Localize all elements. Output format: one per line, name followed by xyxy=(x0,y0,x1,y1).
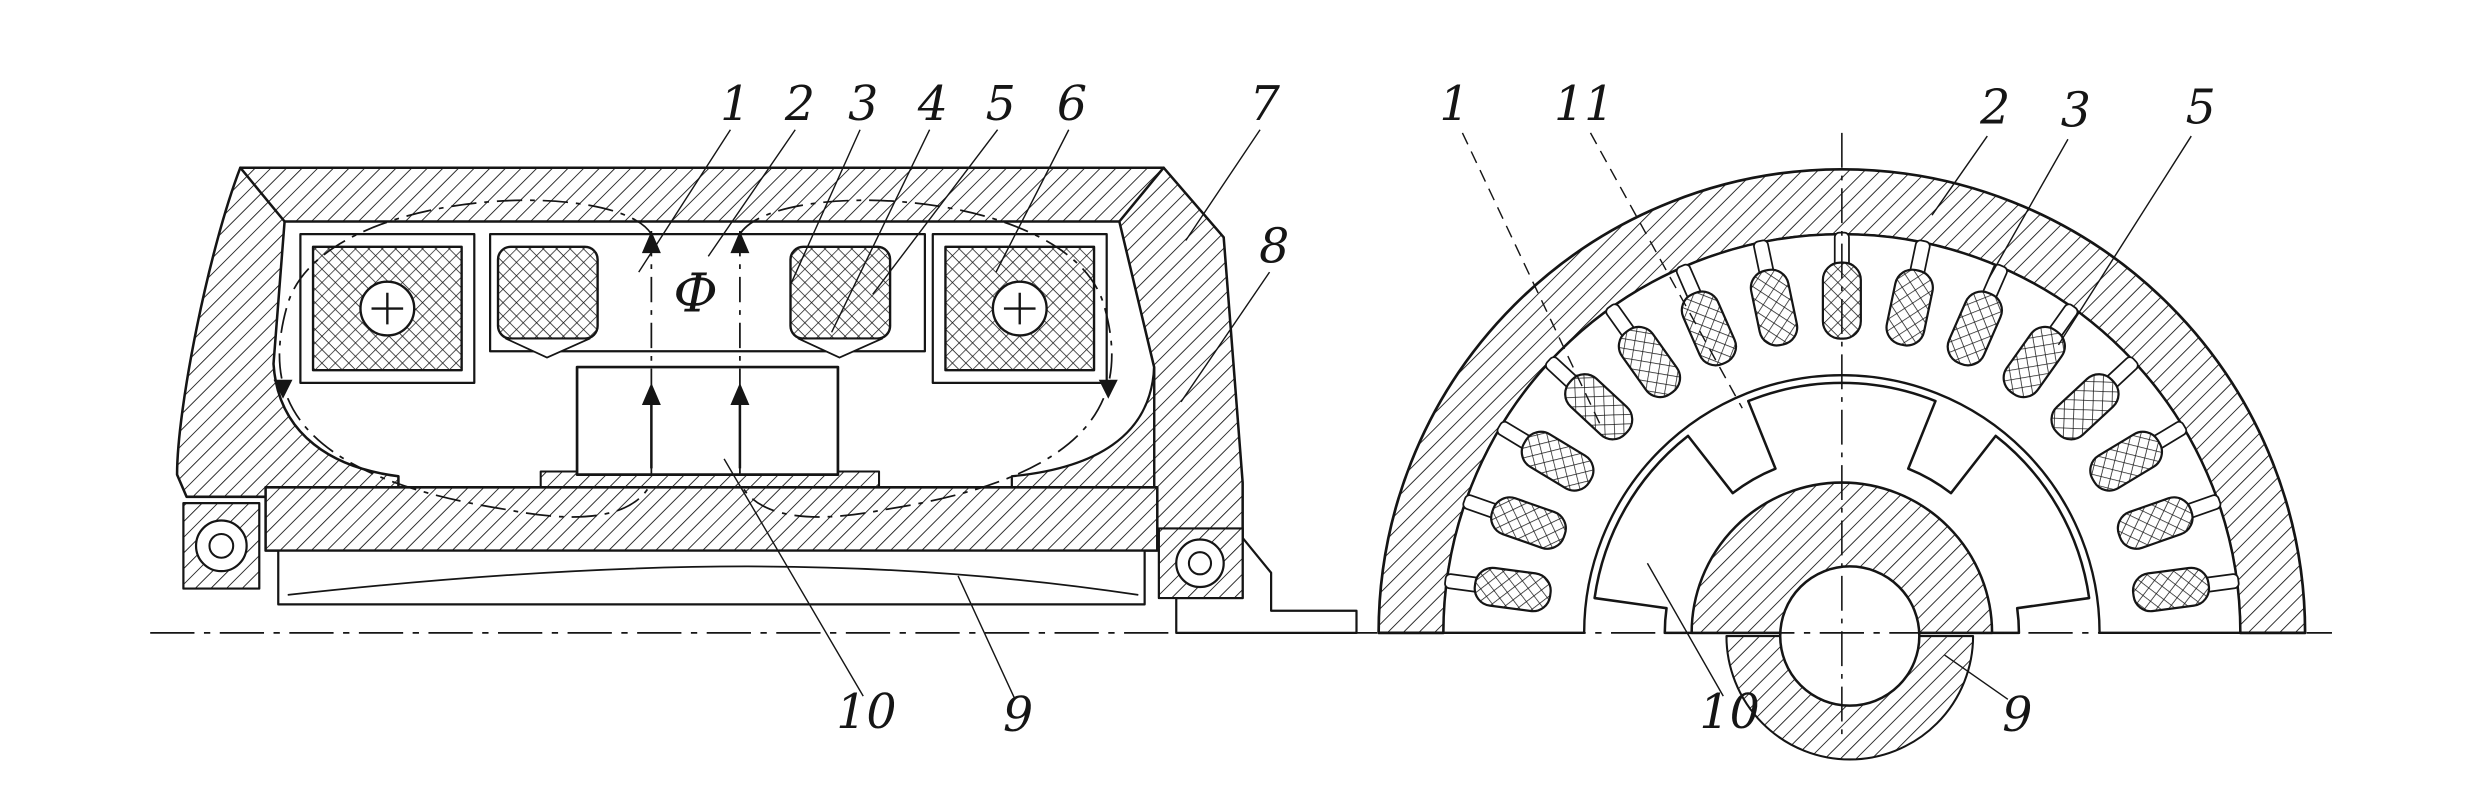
left-view-axial-section: Ф xyxy=(175,166,1358,634)
part-label-3: 3 xyxy=(2061,84,2091,139)
shaft-hub-upper xyxy=(1690,481,1994,635)
part-label-8: 8 xyxy=(1259,220,1289,275)
left-slot-winding xyxy=(496,245,599,340)
plus-icon xyxy=(371,292,404,325)
part-label-7: 7 xyxy=(1250,77,1281,132)
disc-profile-curve xyxy=(287,565,1139,596)
part-label-11: 11 xyxy=(1554,77,1614,132)
part-label-9: 9 xyxy=(1003,688,1033,743)
left-view-labels: 1 2 3 4 5 6 7 8 10 9 xyxy=(720,77,1289,743)
right-slot-wedge xyxy=(797,337,884,359)
left-slot-wedge xyxy=(505,337,591,359)
arrow-up-icon xyxy=(730,230,750,254)
part-label-2: 2 xyxy=(784,77,815,132)
rotor-hub-band xyxy=(277,549,1146,606)
right-slot-winding xyxy=(789,245,892,340)
housing-right-bracket xyxy=(1010,365,1156,498)
part-label-5: 5 xyxy=(2186,80,2216,135)
right-bearing-ball xyxy=(1187,551,1213,576)
part-label-9: 9 xyxy=(2002,688,2032,743)
right-view-front-section xyxy=(1377,132,2307,761)
plus-icon xyxy=(1003,292,1036,325)
flux-path-lines xyxy=(278,199,1113,518)
arrow-down-icon xyxy=(1098,379,1118,399)
part-label-4: 4 xyxy=(917,77,948,132)
leader-lines xyxy=(638,129,2192,700)
left-bearing-ball xyxy=(208,532,235,559)
part-label-1: 1 xyxy=(720,77,750,132)
arrow-down-icon xyxy=(273,379,293,399)
part-label-1: 1 xyxy=(1439,77,1469,132)
part-label-6: 6 xyxy=(1057,77,1087,132)
flux-symbol: Ф xyxy=(673,262,718,325)
stator-slot-windings xyxy=(1473,261,2211,613)
rotor-block xyxy=(575,365,840,476)
part-label-3: 3 xyxy=(848,77,878,132)
arrow-up-icon xyxy=(641,230,661,254)
part-label-5: 5 xyxy=(986,77,1016,132)
right-view-labels: 1 11 2 3 5 10 9 xyxy=(1439,77,2215,743)
part-label-10: 10 xyxy=(1699,685,1759,740)
rotor-disc xyxy=(264,486,1159,552)
part-label-10: 10 xyxy=(836,685,896,740)
housing-left-wall xyxy=(175,166,400,499)
shaft-bore xyxy=(1778,565,1921,707)
housing-top-cap xyxy=(239,166,1165,223)
part-label-2: 2 xyxy=(1979,80,2010,135)
